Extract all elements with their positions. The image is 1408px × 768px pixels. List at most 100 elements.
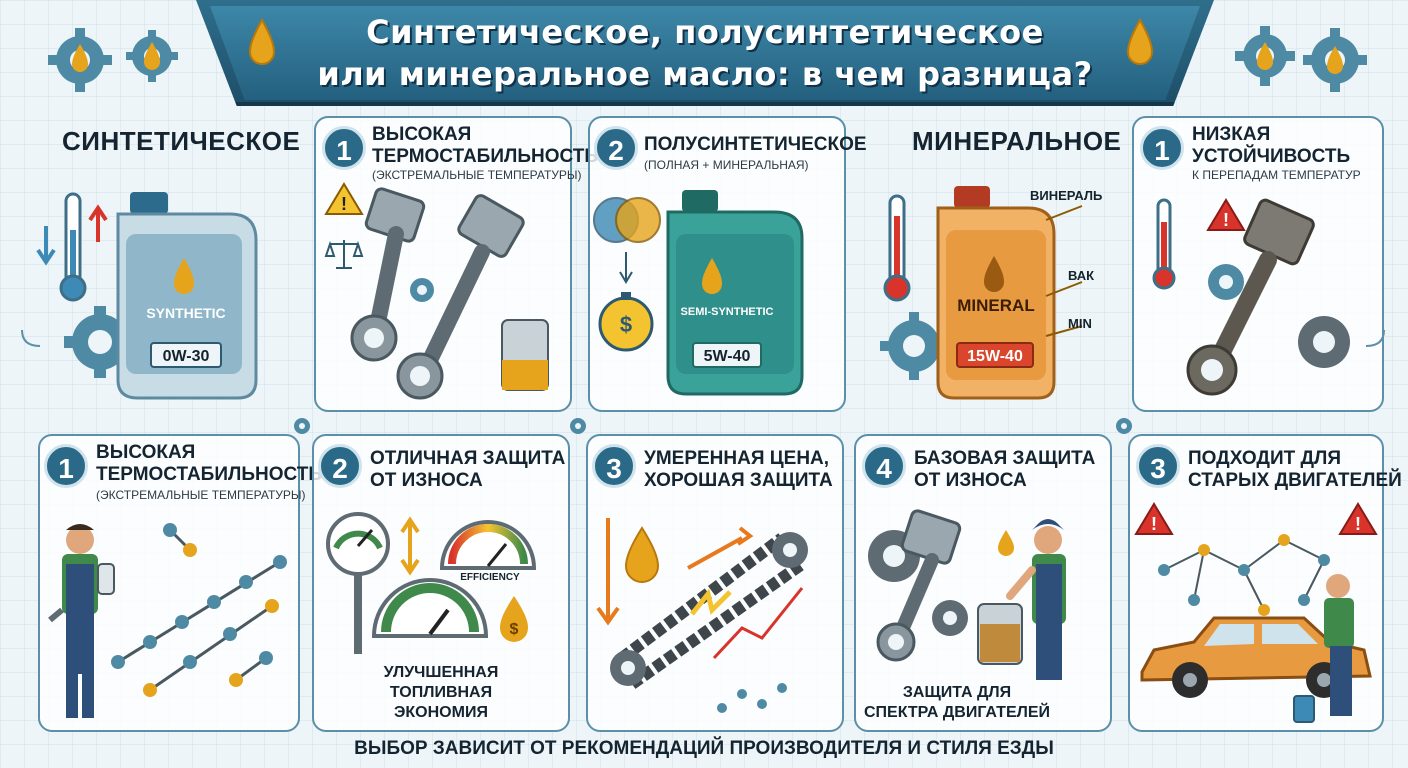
semi-synthetic-subheading: (полная + минеральная) xyxy=(644,158,809,172)
arrow-down-icon xyxy=(619,252,633,284)
scales-icon xyxy=(324,240,364,269)
bushing-icon xyxy=(501,319,549,391)
worn-piston-illustration: ! xyxy=(1152,198,1350,396)
mechanic-pouring-oil-illustration xyxy=(868,509,1066,680)
oil-drop-icon xyxy=(1126,17,1154,65)
arrow-up-down-icon xyxy=(400,516,420,576)
gear-icon xyxy=(880,312,948,380)
synthetic-bottle-label: SYNTHETIC xyxy=(146,305,226,321)
panel-subheading: (экстремальные температуры) xyxy=(372,168,582,182)
header-decoration-left xyxy=(48,17,276,92)
step-number-badge: 3 xyxy=(1136,444,1180,488)
oil-drop-icon xyxy=(1257,42,1273,70)
gear-icon xyxy=(1208,264,1244,300)
mechanic-figure xyxy=(1006,519,1066,680)
panel-heading-line-2: термостабильность xyxy=(96,464,322,485)
warning-icon xyxy=(1134,502,1174,535)
oil-can-icon xyxy=(1293,695,1315,723)
mechanic-molecules-illustration xyxy=(48,523,287,718)
gear-icon xyxy=(410,278,434,302)
gear-icon xyxy=(294,418,310,434)
semi-synthetic-viscosity: 5W-40 xyxy=(692,342,762,368)
gauge-icon xyxy=(326,512,390,654)
synthetic-heading: Синтетическое xyxy=(62,126,301,156)
gear-icon xyxy=(570,418,586,434)
panel-heading-line-1: Высокая xyxy=(372,124,472,145)
thermometer-icon xyxy=(59,192,87,302)
panel-heading-line-1: Подходит для xyxy=(1188,448,1342,469)
piston-icon xyxy=(350,187,426,362)
semi-synthetic-heading: Полусинтетическое xyxy=(644,134,867,155)
thermometer-icon xyxy=(883,194,911,302)
molecule-nodes xyxy=(1158,534,1330,616)
molecule-network xyxy=(1163,539,1325,611)
gear-icon xyxy=(64,306,136,378)
gear-icon xyxy=(1116,418,1132,434)
mineral-heading: Минеральное xyxy=(912,126,1122,156)
caption-line-2: спектра двигателей xyxy=(863,704,1051,721)
gauge-icon xyxy=(439,520,537,570)
oil-drop-icon xyxy=(702,258,722,294)
arrow-down-icon xyxy=(596,518,620,626)
panel-heading-line-2: термостабильность xyxy=(372,146,598,167)
pistons-illustration: ! xyxy=(324,182,549,400)
molecule-nodes xyxy=(111,523,287,697)
panel-heading-line-2: устойчивость xyxy=(1192,146,1351,167)
panel-heading-line-2: от износа xyxy=(370,470,483,491)
panel-heading-line-1: Высокая xyxy=(96,442,196,463)
step-number-badge: 3 xyxy=(592,444,636,488)
caption-line-1: Защита для xyxy=(902,684,1012,701)
mineral-callout-1: ВИНЕРАЛЬ xyxy=(1030,188,1103,203)
molecule-nodes xyxy=(717,683,787,713)
step-number-badge: 2 xyxy=(318,444,362,488)
semi-synthetic-bottle-label: SEMI-SYNTHETIC xyxy=(680,306,774,318)
panel-heading-line-1: Отличная защита xyxy=(370,448,566,469)
panel-subheading: (экстремальные температуры) xyxy=(96,488,306,502)
piston-icon xyxy=(876,509,962,662)
step-number-badge: 4 xyxy=(862,444,906,488)
svg-text:!: ! xyxy=(341,194,347,214)
svg-text:!: ! xyxy=(1223,210,1229,230)
chain-illustration xyxy=(596,518,808,713)
warning-icon xyxy=(1206,198,1246,231)
svg-text:!: ! xyxy=(1151,514,1157,534)
gauge-label: EFFICIENCY xyxy=(460,572,520,583)
gear-icon xyxy=(1298,316,1350,368)
gauge-icon xyxy=(371,578,489,638)
gear-icon xyxy=(932,600,968,636)
mechanic-figure xyxy=(1324,574,1354,716)
caption-line-1: Улучшенная xyxy=(383,664,499,681)
step-number-badge: 1 xyxy=(1140,126,1184,170)
footer-note: Выбор зависит от рекомендаций производит… xyxy=(354,738,1054,759)
step-number-badge: 1 xyxy=(44,444,88,488)
panel-heading-line-1: Базовая защита xyxy=(914,448,1096,469)
panel-heading-line-1: Умеренная цена, xyxy=(644,448,830,469)
arrow-down-icon xyxy=(36,226,56,266)
title-banner-inner xyxy=(210,6,1200,100)
panel-heading-line-2: от износа xyxy=(914,470,1027,491)
mineral-viscosity: 15W-40 xyxy=(956,342,1034,368)
panel-heading-line-2: хорошая защита xyxy=(644,470,833,491)
step-number-badge: 2 xyxy=(594,126,638,170)
oil-drop-icon xyxy=(984,256,1004,292)
gauges-illustration: $ xyxy=(326,512,537,654)
oil-jar-icon xyxy=(977,603,1023,665)
header-decoration-right xyxy=(1126,17,1367,92)
oil-drop-icon xyxy=(1327,46,1343,74)
page-title-line-2: или минеральное масло: в чем разница? xyxy=(317,55,1093,93)
caption-line-2: топливная xyxy=(389,684,493,701)
blend-icon xyxy=(593,197,661,243)
oil-drop-icon xyxy=(500,596,528,642)
oil-drop-icon xyxy=(998,530,1014,556)
wrench-icon xyxy=(48,607,64,623)
synthetic-viscosity: 0W-30 xyxy=(150,342,222,368)
warning-icon xyxy=(324,182,364,215)
mineral-callout-2: ВАК xyxy=(1068,268,1095,283)
thermometer-icon xyxy=(1152,198,1176,290)
warning-icon xyxy=(1338,502,1378,535)
panel-heading-line-2: старых двигателей xyxy=(1188,470,1402,491)
stopwatch-icon: $ xyxy=(598,292,654,352)
oil-drop-icon xyxy=(624,526,660,583)
svg-text:$: $ xyxy=(620,312,632,337)
